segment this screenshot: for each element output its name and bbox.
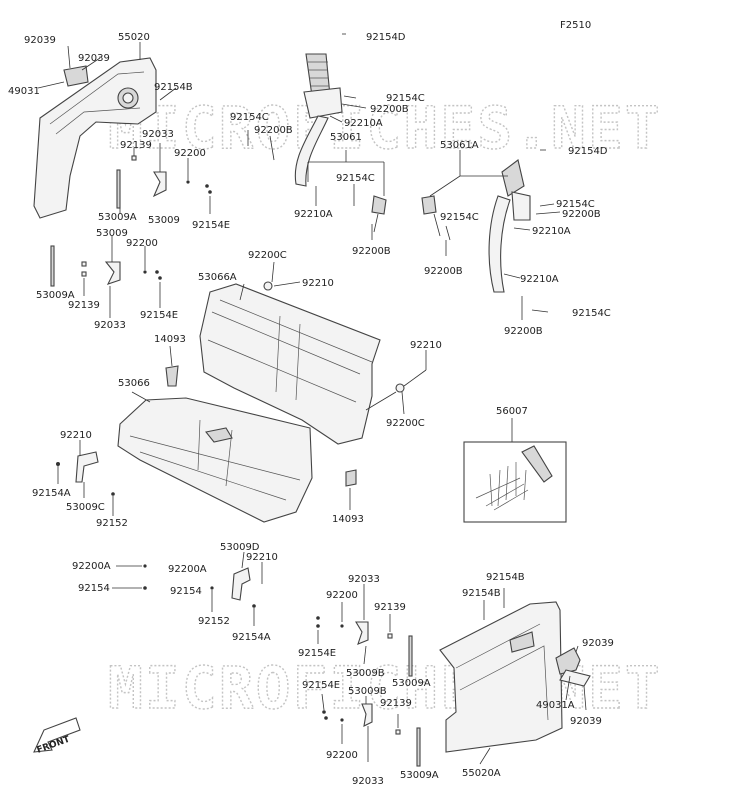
part-label: 92200 [326, 590, 358, 601]
part-label: 14093 [154, 334, 186, 345]
part-label: 92139 [380, 698, 412, 709]
part-label: 92154A [32, 488, 71, 499]
part-label: 92200B [370, 104, 409, 115]
lower-left-hardware [56, 440, 263, 626]
part-label: 53009A [392, 678, 431, 689]
part-label: 92152 [96, 518, 128, 529]
part-label: 53066A [198, 272, 237, 283]
lower-center-hardware [316, 584, 421, 767]
part-label: 92139 [374, 602, 406, 613]
part-label: 92210A [520, 274, 559, 285]
part-label: 53009D [220, 542, 260, 553]
part-label: 92200B [254, 125, 293, 136]
part-label: 92139 [120, 140, 152, 151]
part-label: 92200 [126, 238, 158, 249]
part-label: 92039 [24, 35, 56, 46]
diagram-code: F2510 [560, 20, 591, 31]
part-label: 92039 [78, 53, 110, 64]
part-label: 53066 [118, 378, 150, 389]
part-label: 92200B [504, 326, 543, 337]
part-label: 92154C [572, 308, 611, 319]
part-label: 92210 [60, 430, 92, 441]
part-label: 92154B [462, 588, 501, 599]
part-label: 92154D [366, 32, 406, 43]
part-label: 92210A [344, 118, 383, 129]
part-label: 92154E [298, 648, 336, 659]
part-labels: 92039 55020 92039 49031 92154B 92154D 92… [8, 32, 614, 787]
part-label: 53061A [440, 140, 479, 151]
part-label: 92154 [78, 583, 110, 594]
watermark-top: MICROFICHES.NET [108, 94, 662, 162]
part-label: 49031 [8, 86, 40, 97]
part-label: 92154A [232, 632, 271, 643]
part-label: 92200 [174, 148, 206, 159]
part-label: 92154E [192, 220, 230, 231]
part-label: 92200B [562, 209, 601, 220]
part-label: 92200B [424, 266, 463, 277]
part-label: 92200A [72, 561, 111, 572]
part-label: 92033 [142, 129, 174, 140]
part-label: 92200C [248, 250, 287, 261]
part-label: 14093 [332, 514, 364, 525]
part-label: 53061 [330, 132, 362, 143]
seat-belt-53061 [247, 33, 387, 240]
part-label: 92210 [410, 340, 442, 351]
part-label: 92139 [68, 300, 100, 311]
part-label: 53009B [348, 686, 387, 697]
part-label: 53009A [36, 290, 75, 301]
part-label: 92154E [302, 680, 340, 691]
part-label: 92154 [170, 586, 202, 597]
part-label: 53009A [400, 770, 439, 781]
part-label: 53009B [346, 668, 385, 679]
seat-cushion-53066 [117, 345, 357, 523]
part-label: 92200C [386, 418, 425, 429]
front-direction-arrow: FRONT [33, 717, 81, 756]
part-label: 92152 [198, 616, 230, 627]
part-label: 53009A [98, 212, 137, 223]
part-label: 53009 [96, 228, 128, 239]
part-label: 53009C [66, 502, 105, 513]
part-label: 92154C [230, 112, 269, 123]
tool-kit-56007 [463, 418, 567, 523]
part-label: 92154E [140, 310, 178, 321]
part-label: 92210 [302, 278, 334, 289]
seat-belt-53061A [421, 149, 561, 320]
part-label: 92154C [386, 93, 425, 104]
part-label: 55020 [118, 32, 150, 43]
part-label: 92200A [168, 564, 207, 575]
part-label: 56007 [496, 406, 528, 417]
seat-back-53066A [199, 261, 427, 445]
part-label: 92033 [94, 320, 126, 331]
part-label: 92154D [568, 146, 608, 157]
part-label: 92033 [348, 574, 380, 585]
part-label: 92210A [294, 209, 333, 220]
part-label: 92200 [326, 750, 358, 761]
part-label: 92154B [486, 572, 525, 583]
part-label: 92033 [352, 776, 384, 787]
part-label: 92210A [532, 226, 571, 237]
upper-left-hardware [50, 143, 212, 318]
part-label: 92039 [570, 716, 602, 727]
part-label: 49031A [536, 700, 575, 711]
side-panel-55020 [33, 42, 177, 219]
part-label: 53009 [148, 215, 180, 226]
part-label: 92154C [336, 173, 375, 184]
part-label: 92154C [440, 212, 479, 223]
side-panel-55020A [439, 588, 591, 765]
part-label: 92200B [352, 246, 391, 257]
part-label: 92154C [556, 199, 595, 210]
part-label: 55020A [462, 768, 501, 779]
part-label: 92210 [246, 552, 278, 563]
part-label: 92154B [154, 82, 193, 93]
part-label: 92039 [582, 638, 614, 649]
